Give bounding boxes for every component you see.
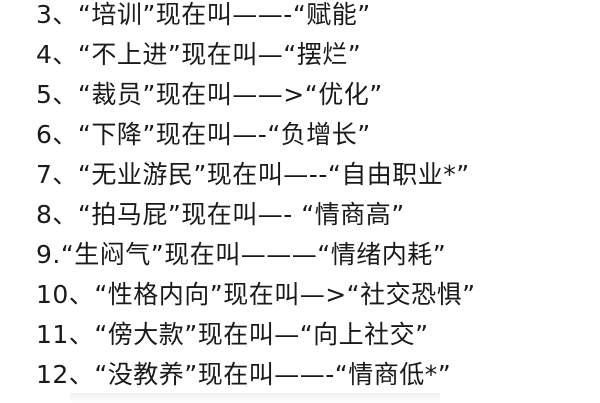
item-number: 6、 (36, 120, 78, 149)
list-item: 5、“裁员”现在叫——>“优化” (36, 80, 383, 110)
list-item: 3、“培训”现在叫——-“赋能” (36, 0, 371, 30)
item-text: “生闷气”现在叫———“情绪内耗” (60, 240, 447, 269)
list-item: 12、“没教养”现在叫——-“情商低*” (36, 360, 451, 390)
list-item: 7、“无业游民”现在叫—--“自由职业*” (36, 160, 470, 190)
item-text: “没教养”现在叫——-“情商低*” (94, 360, 452, 389)
list-item: 11、“傍大款”现在叫—“向上社交” (36, 320, 429, 350)
list-item: 8、“拍马屁”现在叫—- “情商高” (36, 200, 405, 230)
item-number: 9. (36, 240, 61, 269)
item-text: “傍大款”现在叫—“向上社交” (94, 320, 429, 349)
item-number: 4、 (36, 40, 78, 69)
item-number: 10、 (36, 280, 95, 309)
item-number: 12、 (36, 360, 95, 389)
item-text: “下降”现在叫—-“负增长” (77, 120, 371, 149)
list-item: 10、“性格内向”现在叫—>“社交恐惧” (36, 280, 476, 310)
item-number: 8、 (36, 200, 78, 229)
cut-off-line (70, 393, 440, 403)
item-number: 5、 (36, 80, 78, 109)
item-text: “裁员”现在叫——>“优化” (77, 80, 383, 109)
list-item: 4、“不上进”现在叫—“摆烂” (36, 40, 361, 70)
item-number: 3、 (36, 0, 78, 29)
item-text: “培训”现在叫——-“赋能” (77, 0, 371, 29)
item-text: “性格内向”现在叫—>“社交恐惧” (94, 280, 476, 309)
list-item: 6、“下降”现在叫—-“负增长” (36, 120, 371, 150)
item-text: “拍马屁”现在叫—- “情商高” (77, 200, 405, 229)
list-item: 9.“生闷气”现在叫———“情绪内耗” (36, 240, 446, 270)
item-number: 11、 (36, 320, 95, 349)
item-text: “不上进”现在叫—“摆烂” (77, 40, 362, 69)
item-text: “无业游民”现在叫—--“自由职业*” (77, 160, 470, 189)
item-number: 7、 (36, 160, 78, 189)
